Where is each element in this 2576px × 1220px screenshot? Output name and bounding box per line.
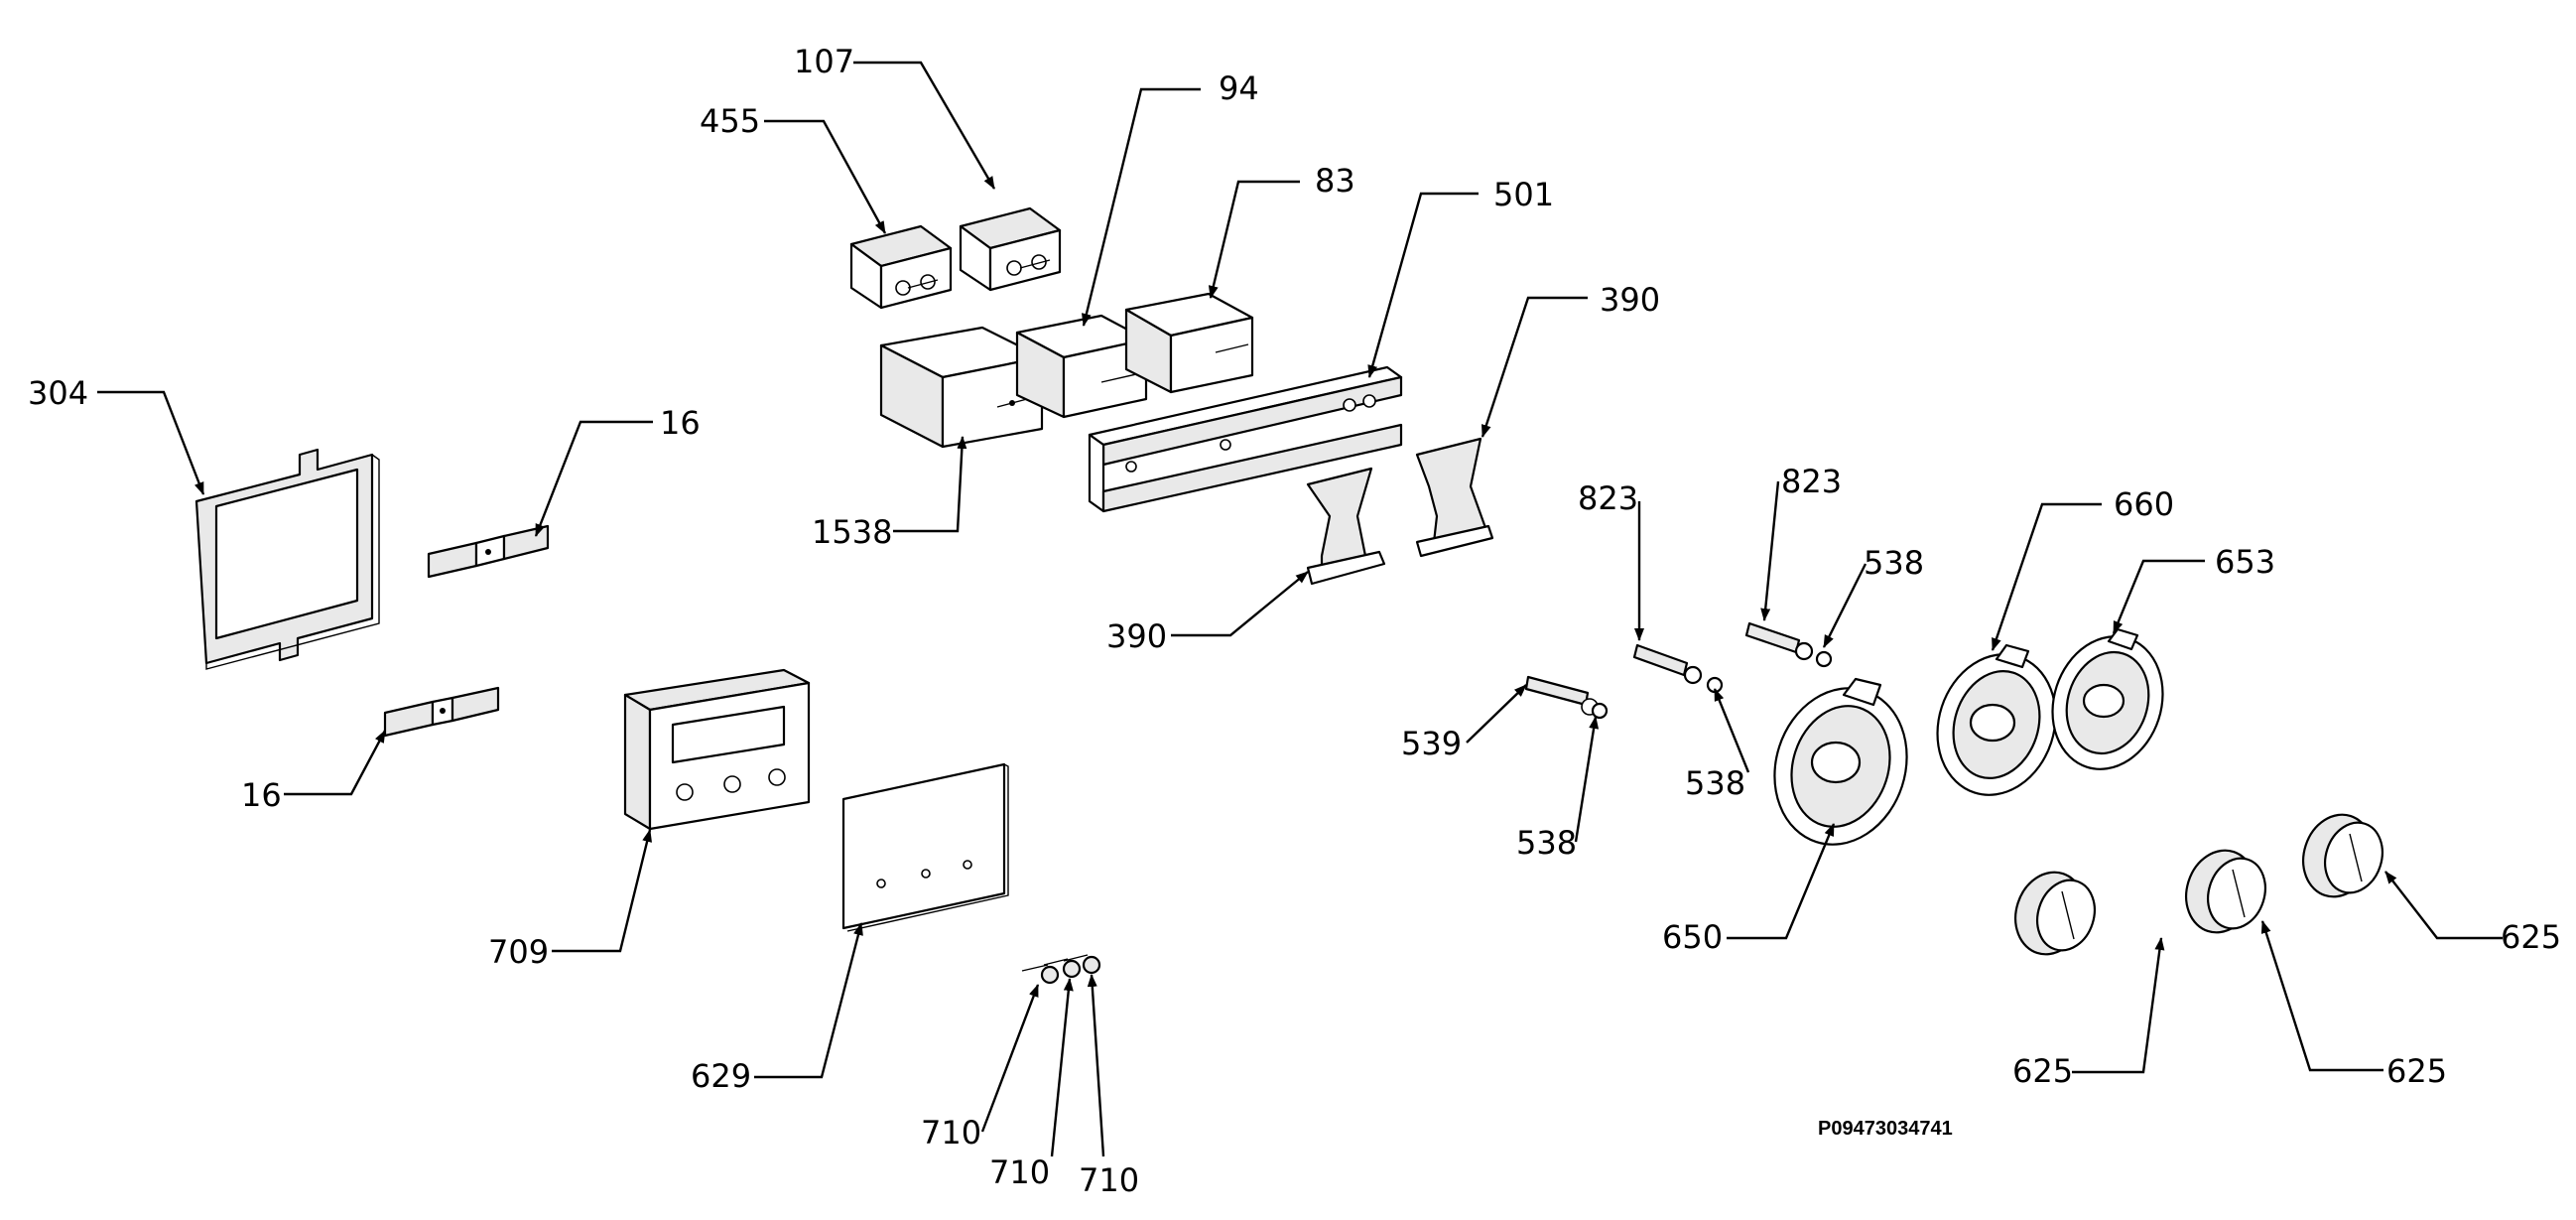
callout-653: 653 xyxy=(2215,543,2275,581)
callout-710-right: 710 xyxy=(1079,1161,1139,1199)
leader-539 xyxy=(1466,684,1527,744)
part-660-bezel xyxy=(1936,643,2057,796)
leader-538b xyxy=(1713,688,1750,773)
part-16-bracket-top xyxy=(427,524,550,579)
callout-94: 94 xyxy=(1219,69,1259,107)
leader-625c xyxy=(2260,920,2383,1072)
part-625-knob-left xyxy=(2014,871,2096,956)
part-501-rail xyxy=(1088,365,1403,513)
part-16-bracket-bottom xyxy=(383,686,500,738)
callout-650: 650 xyxy=(1662,918,1723,956)
part-629-cover-plate xyxy=(841,762,1009,932)
callout-625-left: 625 xyxy=(2012,1052,2073,1090)
callout-107: 107 xyxy=(794,43,854,80)
leader-710a xyxy=(980,984,1040,1133)
part-1538-module xyxy=(879,326,1044,449)
leader-660 xyxy=(1991,502,2102,651)
callout-625-middle: 625 xyxy=(2386,1052,2447,1090)
part-539-shaft xyxy=(1524,675,1609,720)
part-107-switch xyxy=(959,206,1062,292)
leader-455 xyxy=(764,119,887,234)
part-823-shaft-right xyxy=(1744,621,1833,668)
callout-16-top: 16 xyxy=(660,404,701,442)
part-94-module xyxy=(1015,314,1148,419)
callout-390-bottom: 390 xyxy=(1106,617,1167,655)
leader-1538 xyxy=(893,436,967,533)
callout-390-top: 390 xyxy=(1600,281,1660,319)
leader-16a xyxy=(534,420,653,537)
leader-390b xyxy=(1171,571,1309,637)
callout-538-bottom: 538 xyxy=(1516,824,1577,862)
leader-lines xyxy=(97,61,2503,1157)
callout-455: 455 xyxy=(700,102,760,140)
part-709-display xyxy=(623,668,811,831)
leader-650 xyxy=(1727,823,1836,940)
callout-625-right: 625 xyxy=(2501,918,2561,956)
callout-501: 501 xyxy=(1493,176,1554,213)
callout-304: 304 xyxy=(28,374,88,412)
leader-390a xyxy=(1481,296,1588,438)
part-304-frame xyxy=(194,448,380,670)
callout-709: 709 xyxy=(488,933,549,971)
part-83-module xyxy=(1124,292,1254,394)
leader-107 xyxy=(853,61,996,190)
leader-710b xyxy=(1050,978,1074,1157)
callout-16-bottom: 16 xyxy=(241,776,282,814)
leader-823b xyxy=(1760,480,1780,621)
callout-710-left: 710 xyxy=(921,1114,981,1152)
part-390-bracket-left xyxy=(1306,467,1386,586)
callout-1538: 1538 xyxy=(812,513,892,551)
part-625-knob-right xyxy=(2302,813,2383,898)
leader-653 xyxy=(2112,559,2205,634)
leader-709 xyxy=(552,829,652,953)
leader-710c xyxy=(1087,974,1105,1157)
part-653-bezel xyxy=(2051,627,2164,770)
callout-539: 539 xyxy=(1401,725,1462,762)
leader-16b xyxy=(284,730,387,796)
part-390-bracket-right xyxy=(1415,437,1494,558)
callout-83: 83 xyxy=(1315,162,1355,200)
leader-538a xyxy=(1822,563,1868,648)
leader-501 xyxy=(1367,192,1479,378)
part-650-bezel xyxy=(1773,677,1908,846)
callout-538-middle: 538 xyxy=(1685,764,1745,802)
callout-629: 629 xyxy=(691,1057,751,1095)
part-823-shaft-left xyxy=(1632,643,1724,694)
callout-823-left: 823 xyxy=(1578,479,1638,517)
callout-labels: 107 455 94 83 501 390 304 16 1538 823 82… xyxy=(28,43,2561,1199)
leader-83 xyxy=(1208,180,1300,299)
leader-629 xyxy=(754,922,863,1079)
leader-304 xyxy=(97,390,205,495)
callout-823-right: 823 xyxy=(1781,463,1842,500)
leader-625a xyxy=(2384,871,2503,940)
leader-94 xyxy=(1081,87,1201,327)
callout-710-middle: 710 xyxy=(989,1153,1050,1191)
leader-538c xyxy=(1574,716,1600,843)
reference-code: P09473034741 xyxy=(1818,1118,1953,1140)
part-710-buttons xyxy=(1021,954,1101,985)
part-625-knob-middle xyxy=(2185,849,2266,934)
callout-660: 660 xyxy=(2114,485,2174,523)
part-455-switch xyxy=(849,224,953,310)
callout-538-top: 538 xyxy=(1864,544,1924,582)
leader-625b xyxy=(2072,937,2165,1074)
